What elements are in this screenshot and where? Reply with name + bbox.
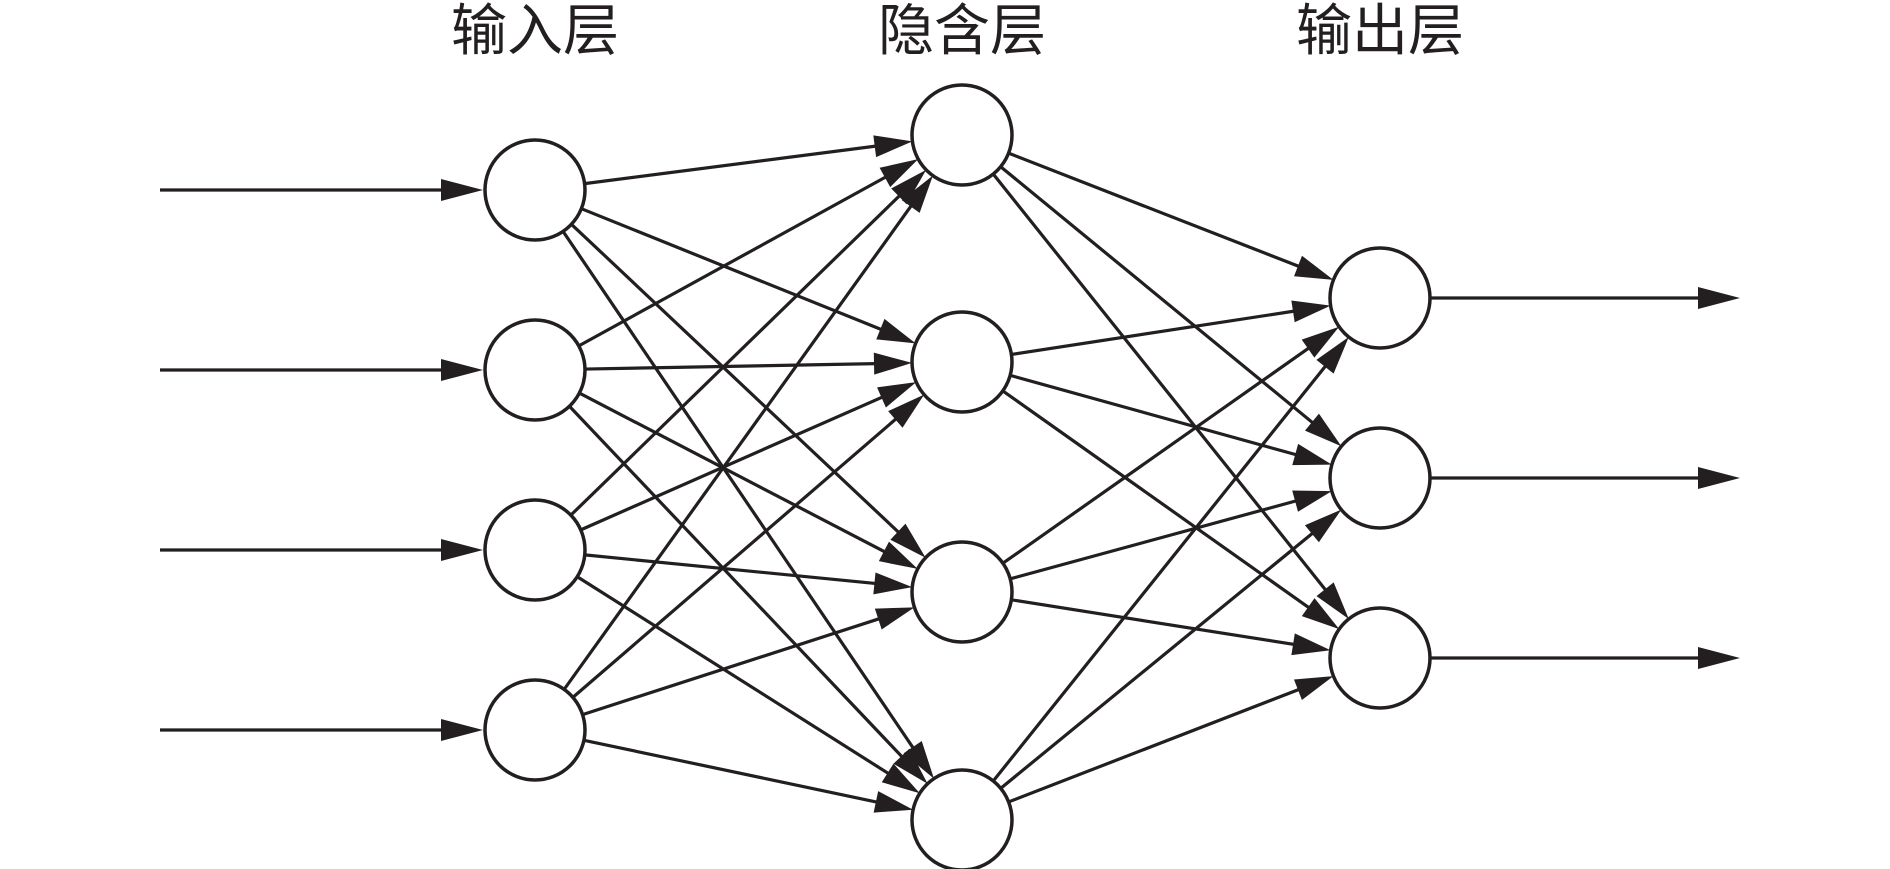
- edge-l1-n1-to-l2-n4: [561, 230, 916, 750]
- edge-l1-n4-to-l2-n4-arrowhead: [873, 791, 914, 813]
- edge-l2-n3-to-l3-n2: [1009, 499, 1298, 581]
- input-layer-title: 输入层: [451, 0, 619, 64]
- input-node-4: [483, 678, 587, 782]
- edge-l2-n1-to-l3-n3: [991, 173, 1328, 592]
- edge-l1-n2-to-l2-n1-arrowhead: [879, 159, 919, 188]
- edge-l2-n2-to-l3-n2-arrowhead: [1292, 443, 1332, 466]
- hidden-node-3: [910, 540, 1014, 644]
- edge-l1-n1-to-l2-n2-arrowhead: [876, 318, 916, 344]
- edge-l1-n2-to-l2-n3: [578, 391, 887, 554]
- edge-l1-n4-to-l2-n2-arrowhead: [888, 394, 925, 428]
- output-arrow-3-arrowhead: [1698, 647, 1740, 669]
- edge-l2-n4-to-l3-n1: [992, 364, 1328, 782]
- edge-l2-n4-to-l3-n3-arrowhead: [1293, 676, 1334, 701]
- hidden-node-2: [910, 310, 1014, 414]
- edge-l1-n3-to-l2-n4-arrowhead: [881, 763, 920, 794]
- hidden-layer-title: 隐含层: [878, 0, 1046, 64]
- edge-l1-n1-to-l2-n3: [570, 223, 901, 535]
- edge-l2-n4-to-l3-n2-arrowhead: [1304, 509, 1342, 543]
- connections: [561, 135, 1349, 813]
- edge-l2-n3-to-l3-n3-arrowhead: [1291, 633, 1331, 656]
- edge-l2-n3-to-l3-n2-arrowhead: [1292, 490, 1332, 512]
- edge-l1-n4-to-l2-n3-arrowhead: [874, 607, 915, 630]
- edge-l1-n3-to-l2-n1: [569, 193, 902, 517]
- edge-l2-n2-to-l3-n3-arrowhead: [1301, 598, 1340, 630]
- edge-l1-n2-to-l2-n2: [584, 362, 877, 371]
- hidden-node-4: [910, 768, 1014, 869]
- edge-l1-n3-to-l2-n3-arrowhead: [873, 572, 913, 595]
- input-arrow-1-arrowhead: [441, 179, 483, 201]
- edge-l1-n4-to-l2-n4: [583, 738, 879, 804]
- edge-l2-n1-to-l3-n2-arrowhead: [1304, 413, 1342, 447]
- edge-l2-n3-to-l3-n1: [1001, 346, 1311, 565]
- edge-l1-n4-to-l2-n3: [582, 616, 881, 717]
- output-node-2: [1328, 426, 1432, 530]
- input-arrow-2-arrowhead: [441, 359, 483, 381]
- edge-l1-n1-to-l2-n4-arrowhead: [903, 740, 934, 779]
- edge-l2-n1-to-l3-n1: [1008, 151, 1301, 269]
- edge-l1-n2-to-l2-n2-arrowhead: [873, 352, 913, 375]
- edge-l2-n4-to-l3-n2: [999, 531, 1315, 790]
- edge-l2-n2-to-l3-n1-arrowhead: [1291, 300, 1331, 323]
- edge-l1-n4-to-l2-n1-arrowhead: [901, 175, 933, 213]
- edge-l1-n1-to-l2-n1-arrowhead: [873, 135, 913, 158]
- edge-l1-n2-to-l2-n1: [578, 175, 888, 348]
- edge-l1-n3-to-l2-n4: [576, 575, 891, 776]
- output-arrow-2-arrowhead: [1698, 467, 1740, 489]
- input-arrow-3-arrowhead: [441, 539, 483, 561]
- edge-l1-n4-to-l2-n2: [571, 416, 898, 699]
- edge-l1-n3-to-l2-n3: [584, 553, 877, 586]
- output-node-1: [1328, 246, 1432, 350]
- output-node-3: [1328, 606, 1432, 710]
- layer-titles: 输入层 隐含层 输出层: [451, 0, 1464, 64]
- nodes: [483, 83, 1432, 869]
- edge-l2-n3-to-l3-n3: [1011, 598, 1296, 647]
- edge-l1-n2-to-l2-n4: [568, 405, 904, 759]
- input-node-2: [483, 318, 587, 422]
- input-node-3: [483, 498, 587, 602]
- edge-l1-n1-to-l2-n3-arrowhead: [890, 523, 926, 558]
- input-output-arrows: [160, 179, 1740, 741]
- hidden-node-1: [910, 83, 1014, 187]
- edge-l1-n2-to-l2-n3-arrowhead: [878, 541, 918, 569]
- edge-l2-n2-to-l3-n2: [1009, 373, 1298, 457]
- edge-l2-n2-to-l3-n1: [1011, 309, 1296, 357]
- edge-l2-n2-to-l3-n3: [1001, 389, 1311, 610]
- edge-l2-n1-to-l3-n1-arrowhead: [1294, 255, 1334, 280]
- edge-l1-n4-to-l2-n1: [562, 203, 914, 691]
- input-arrow-4-arrowhead: [441, 719, 483, 741]
- edge-l2-n4-to-l3-n1-arrowhead: [1316, 337, 1349, 374]
- edge-l1-n3-to-l2-n2-arrowhead: [877, 382, 917, 408]
- input-node-1: [483, 138, 587, 242]
- edge-l1-n1-to-l2-n2: [580, 207, 883, 332]
- edge-l2-n4-to-l3-n3: [1008, 687, 1301, 804]
- edge-l2-n3-to-l3-n1-arrowhead: [1301, 326, 1340, 358]
- edge-l1-n3-to-l2-n2: [580, 395, 884, 532]
- output-arrow-1-arrowhead: [1698, 287, 1740, 309]
- edge-l1-n3-to-l2-n1-arrowhead: [891, 169, 927, 205]
- edge-l1-n1-to-l2-n1: [584, 144, 877, 186]
- edge-l2-n1-to-l3-n3-arrowhead: [1316, 582, 1349, 619]
- edge-l1-n2-to-l2-n4-arrowhead: [893, 748, 928, 784]
- output-layer-title: 输出层: [1296, 0, 1464, 64]
